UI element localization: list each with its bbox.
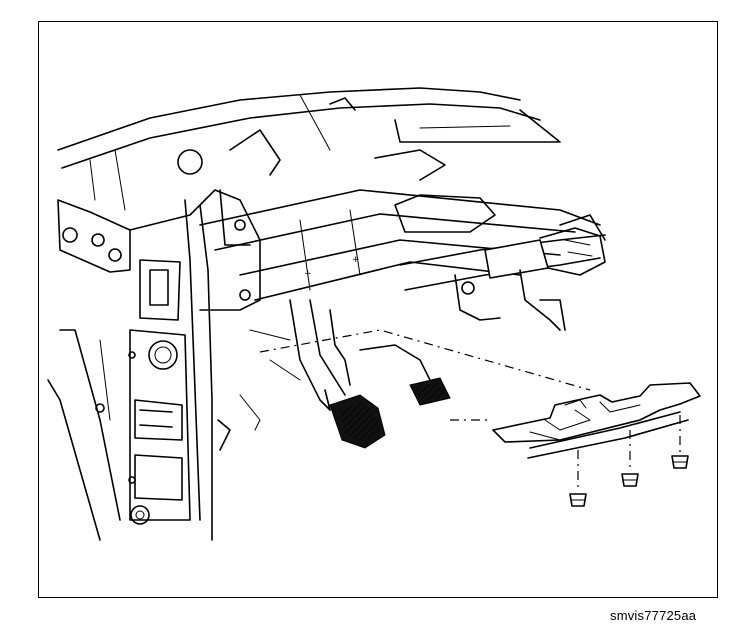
pedal-assembly <box>217 299 451 451</box>
svg-text:+: + <box>304 269 312 279</box>
brace-plate <box>492 382 701 459</box>
dash-panel-outline <box>57 87 561 211</box>
fastener-3 <box>671 415 689 469</box>
svg-text:+: + <box>352 255 360 265</box>
left-side-bracket <box>57 189 261 541</box>
lower-left-panel <box>47 329 191 541</box>
fastener-1 <box>569 450 587 507</box>
figure-reference-code: smvis77725aa <box>610 608 697 623</box>
steering-column <box>399 214 606 331</box>
installation-line <box>259 329 591 421</box>
fastener-2 <box>621 430 639 487</box>
